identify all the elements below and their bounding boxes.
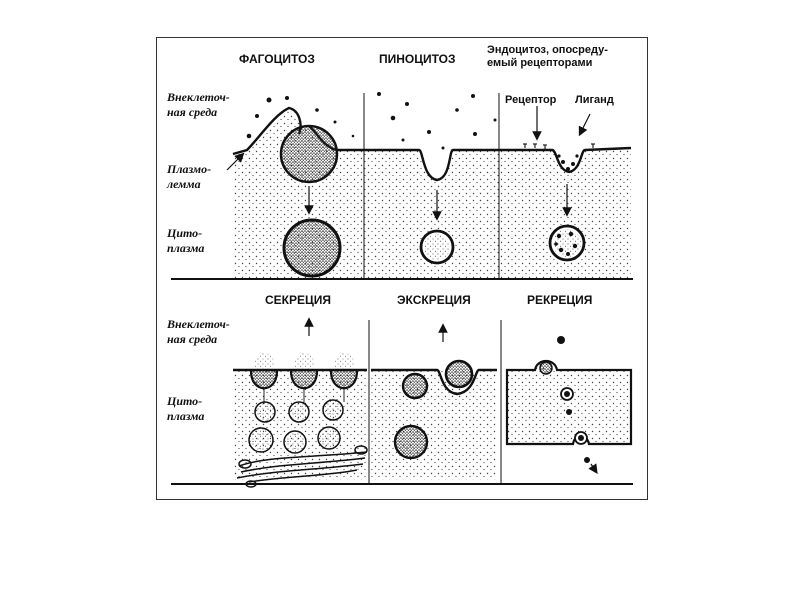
label-extracellular-top: Внеклеточ- ная среда xyxy=(167,90,230,119)
label-cytoplasm-bottom: Цито- плазма xyxy=(167,394,205,423)
label-receptor: Рецептор xyxy=(505,94,557,106)
label-ligand: Лиганд xyxy=(575,94,614,106)
figure-frame: ФАГОЦИТОЗ ПИНОЦИТОЗ Эндоцитоз, опосреду-… xyxy=(156,37,648,500)
diagram-art xyxy=(171,92,633,488)
excretion-membrane xyxy=(371,368,497,396)
excreted-particle xyxy=(444,359,474,389)
heading-phagocytosis: ФАГОЦИТОЗ xyxy=(239,52,315,66)
receptors xyxy=(523,143,595,149)
label-extracellular-bottom: Внеклеточ- ная среда xyxy=(167,317,230,346)
heading-pinocytosis: ПИНОЦИТОЗ xyxy=(379,52,456,66)
phagosome xyxy=(282,218,342,278)
heading-recretion: РЕКРЕЦИЯ xyxy=(527,293,593,307)
label-plasmalemma: Плазмо- лемма xyxy=(167,162,212,191)
label-cytoplasm-top: Цито- плазма xyxy=(167,226,205,255)
ligands xyxy=(557,154,579,171)
recretion-cell xyxy=(505,359,633,446)
heading-secretion: СЕКРЕЦИЯ xyxy=(265,293,332,307)
heading-receptor-endocytosis: Эндоцитоз, опосреду- емый рецепторами xyxy=(487,44,608,69)
phagocytosed-particle xyxy=(279,124,339,184)
heading-excretion: ЭКСКРЕЦИЯ xyxy=(397,293,471,307)
golgi-complex xyxy=(236,445,368,488)
extracellular-particles xyxy=(246,92,497,150)
